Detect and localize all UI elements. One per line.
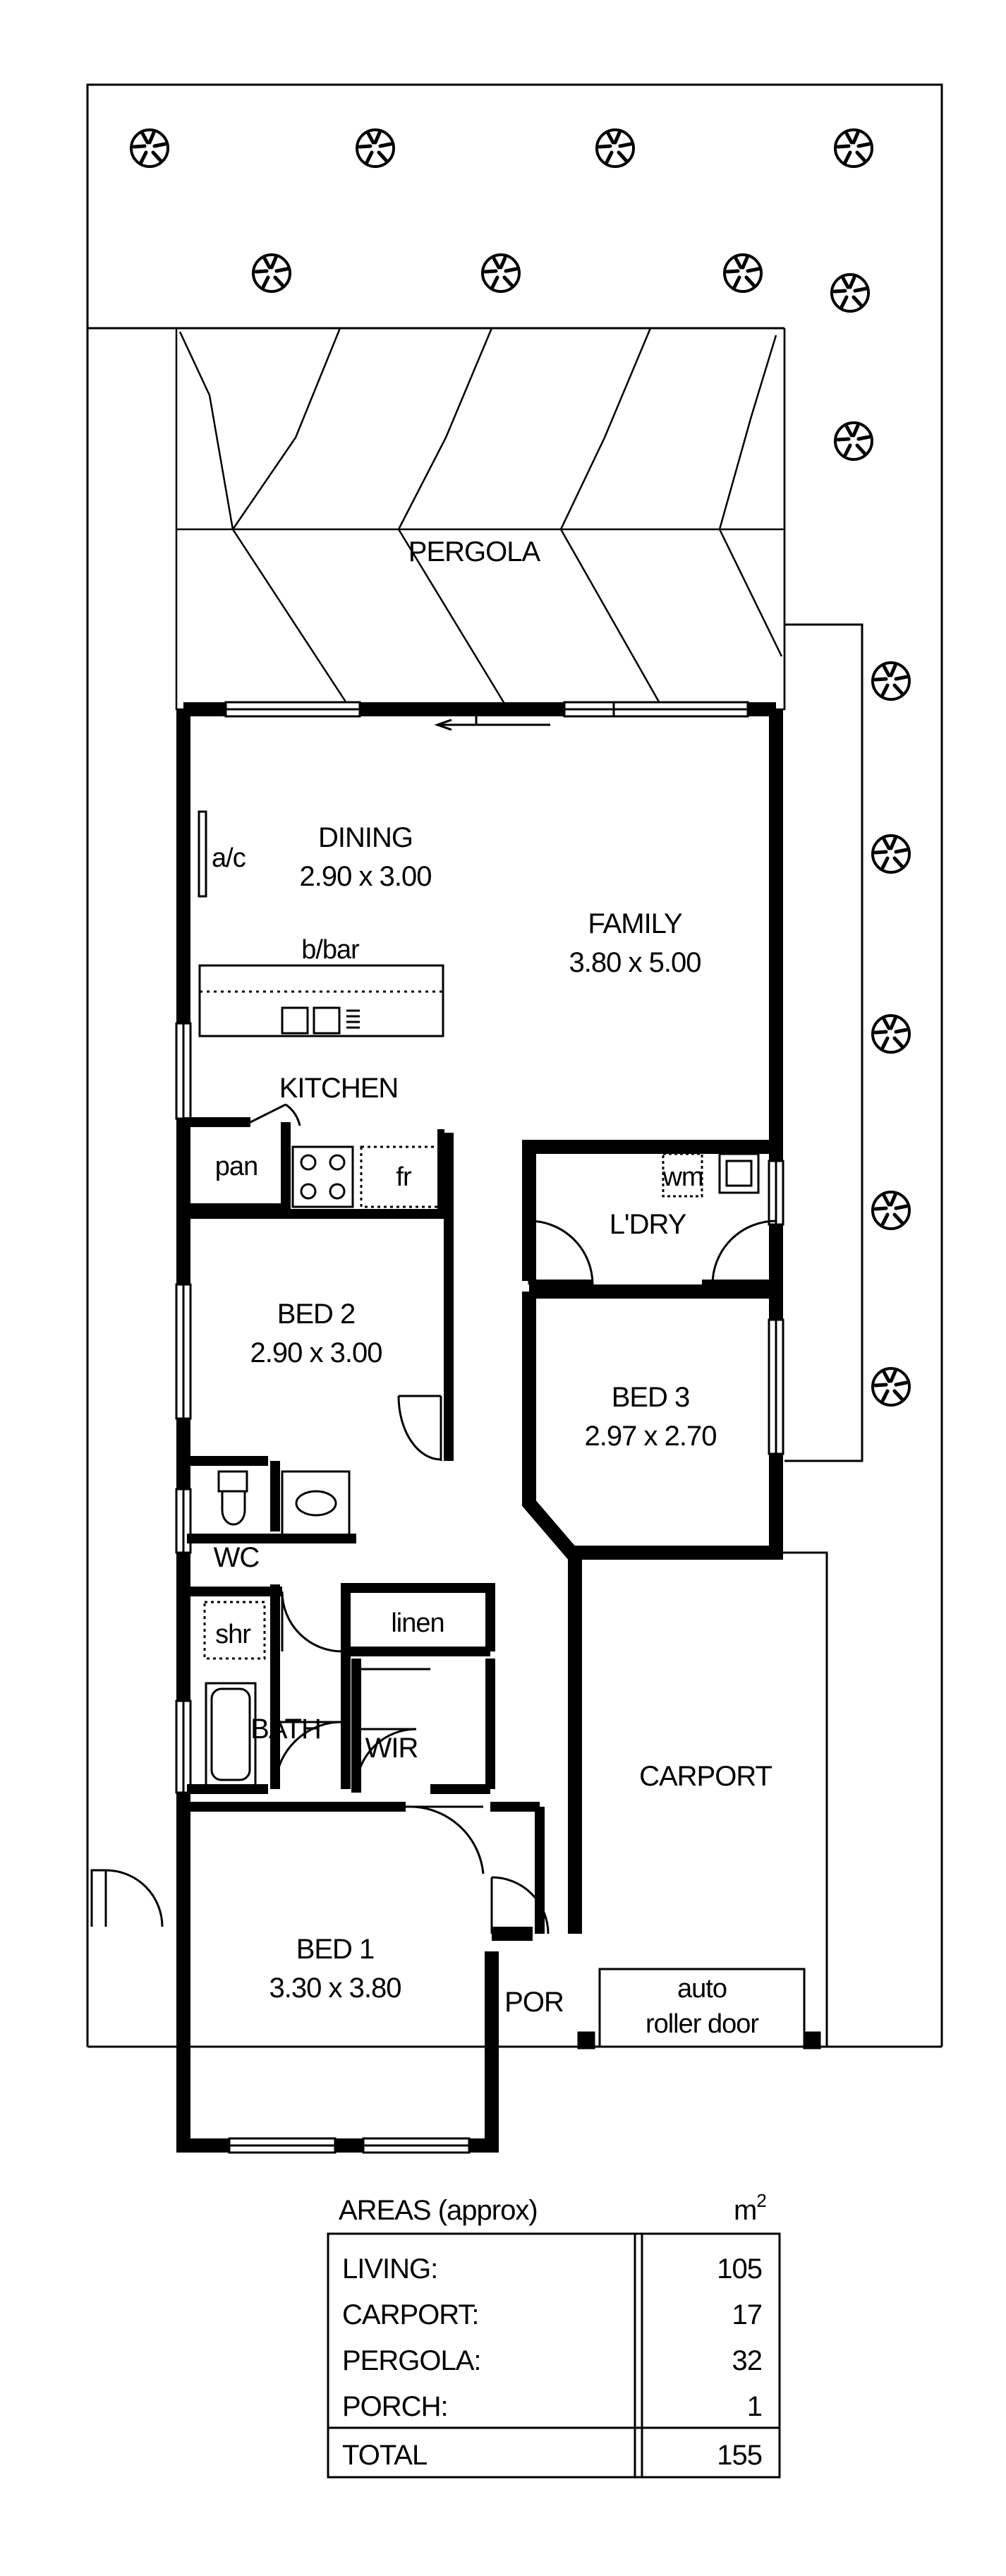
area-row-value: 17	[732, 2299, 763, 2330]
pergola-label: PERGOLA	[408, 536, 541, 567]
porch-label: POR	[504, 1987, 564, 2018]
laundry-label: L'DRY	[610, 1209, 686, 1240]
porch-carport	[577, 1551, 828, 2050]
area-total-value: 155	[717, 2440, 762, 2471]
bed1-label: BED 1	[296, 1934, 375, 1965]
bed1-size: 3.30 x 3.80	[269, 1973, 401, 2004]
bathroom-fixtures	[203, 1470, 430, 1787]
ac-label: a/c	[212, 843, 246, 873]
wm-label: wm	[662, 1162, 703, 1192]
wc-label: WC	[214, 1542, 260, 1573]
area-row-label: LIVING:	[342, 2253, 437, 2285]
areas-table: AREAS (approx) m2 LIVING: 105 CARPORT: 1…	[327, 2190, 781, 2479]
kitchen-label: KITCHEN	[279, 1073, 399, 1104]
interior-walls	[183, 1117, 545, 1934]
area-row-value: 32	[732, 2345, 763, 2376]
carport-label: CARPORT	[639, 1761, 772, 1792]
family-label: FAMILY	[588, 908, 682, 939]
dining-label: DINING	[318, 822, 413, 853]
bath-label: BATH	[250, 1714, 321, 1745]
bbar-label: b/bar	[301, 935, 360, 965]
side-fence	[784, 623, 863, 1462]
wir-label: WIR	[365, 1733, 418, 1764]
auto-label: auto	[677, 1974, 727, 2004]
roller-door-label: roller door	[646, 2009, 759, 2039]
area-row-label: PORCH:	[342, 2391, 448, 2422]
areas-title: AREAS (approx)	[339, 2195, 538, 2226]
bed2-size: 2.90 x 3.00	[250, 1337, 382, 1368]
pan-label: pan	[215, 1152, 257, 1181]
pergola	[175, 327, 786, 711]
sliding-door	[409, 704, 550, 731]
dining-size: 2.90 x 3.00	[300, 861, 432, 892]
kitchen-fixtures	[198, 810, 444, 1214]
door-swings	[90, 1103, 777, 1934]
laundry-walls	[524, 1147, 776, 1289]
bed2-label: BED 2	[277, 1299, 356, 1330]
bed3-size: 2.97 x 2.70	[585, 1421, 717, 1452]
fr-label: fr	[396, 1162, 412, 1192]
area-row-value: 1	[747, 2391, 762, 2422]
windows	[175, 701, 784, 2154]
family-size: 3.80 x 5.00	[569, 947, 701, 978]
area-row-value: 105	[717, 2253, 762, 2285]
linen-label: linen	[391, 1608, 444, 1638]
areas-unit: m2	[734, 2190, 766, 2226]
area-total-label: TOTAL	[342, 2440, 427, 2471]
site-boundary	[86, 83, 943, 2048]
laundry-fixtures	[662, 1152, 760, 1198]
area-row-label: PERGOLA:	[342, 2345, 481, 2376]
area-row-label: CARPORT:	[342, 2299, 479, 2330]
shower-label: shr	[215, 1620, 251, 1649]
bed3-label: BED 3	[612, 1382, 690, 1413]
